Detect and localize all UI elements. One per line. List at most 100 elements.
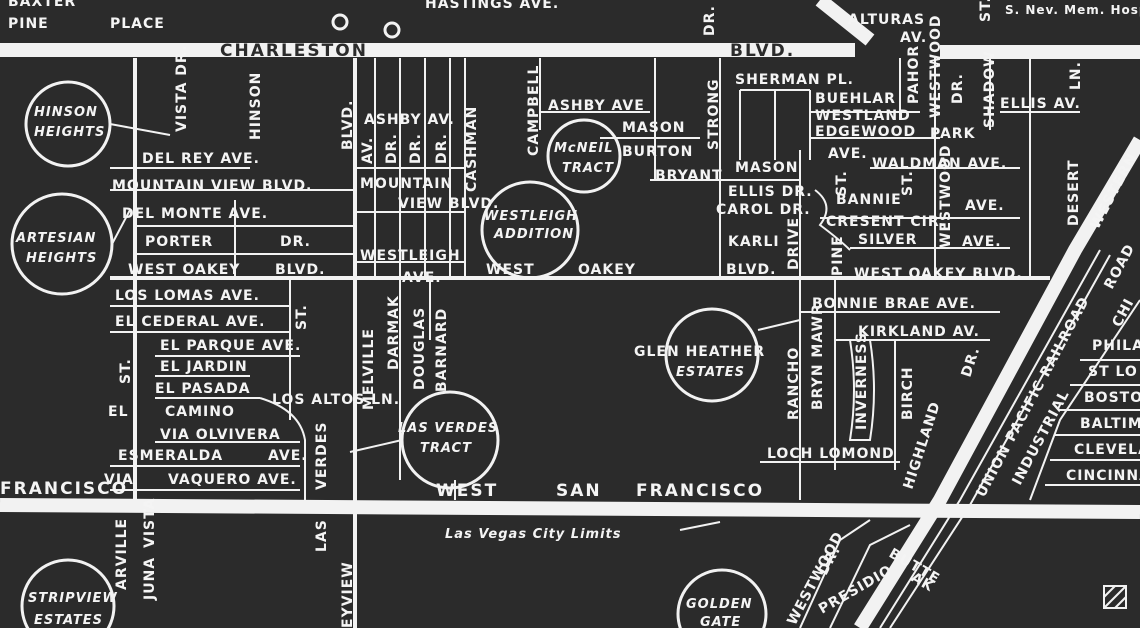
industrial-line xyxy=(1029,299,1140,501)
waldman-label: WALDMAN AVE. xyxy=(872,156,1007,172)
silver-label: SILVER xyxy=(858,232,917,248)
eyview-label: EYVIEW xyxy=(340,561,356,628)
bosto-label: BOSTO xyxy=(1084,390,1140,406)
chi-label: CHI xyxy=(1109,296,1137,330)
blvd-vert-label: BLVD. xyxy=(340,100,356,150)
westleigh-label-2: ADDITION xyxy=(493,227,574,242)
st-pine-label: ST. xyxy=(834,170,850,196)
western-road-line xyxy=(854,136,1140,628)
hinson-label: HINSON xyxy=(248,72,264,140)
las-verdes-label-2: TRACT xyxy=(420,441,472,456)
bannie-ave-label: AVE. xyxy=(965,198,1005,214)
artesian-leader xyxy=(111,209,131,245)
glen-label-2: ESTATES xyxy=(676,365,745,380)
darmak-label: DARMAK xyxy=(386,295,402,370)
st-top-label: ST. xyxy=(978,0,994,22)
mountain-view-label: MOUNTAIN VIEW BLVD. xyxy=(112,178,312,194)
vista-label: VISTA xyxy=(142,498,158,548)
cresent-curve xyxy=(814,189,851,251)
ashby-av-label: ASHBY AV. xyxy=(364,112,455,128)
douglas-label: DOUGLAS xyxy=(412,307,428,390)
san-francisco-line xyxy=(0,498,1140,519)
arville-label: ARVILLE xyxy=(114,518,130,590)
vertical-labels: VISTA DR. HINSON BLVD. AV. DR. DR. DR. C… xyxy=(114,0,1140,628)
porter-dr-label: DR. xyxy=(280,234,311,250)
philade-label: PHILADE xyxy=(1092,338,1140,354)
del-rey-label: DEL REY AVE. xyxy=(142,151,260,167)
cincinnati-label: CINCINNATI xyxy=(1066,468,1140,484)
cresent-label: CRESENT CIR. xyxy=(826,214,946,230)
via-label: VIA xyxy=(104,472,134,488)
westleigh-ave-label: AVE. xyxy=(402,270,442,286)
dr-low-label: DR. xyxy=(815,543,844,578)
west-oakey-mid-label: WEST xyxy=(486,262,535,278)
melville-label: MELVILLE xyxy=(361,328,377,410)
edgewood-label: EDGEWOOD xyxy=(815,124,916,140)
via-olvivera-label: VIA OLVIVERA xyxy=(160,427,281,443)
city-limits-arrow xyxy=(679,521,721,531)
alturas-diagonal-line xyxy=(815,0,875,46)
glen-label-1: GLEN HEATHER xyxy=(634,344,765,360)
birch-label: BIRCH xyxy=(900,366,916,420)
west-sf-label-2: SAN xyxy=(556,481,602,501)
hatch-line-1 xyxy=(1103,585,1127,609)
small-circle-1 xyxy=(331,13,349,31)
bryant-label: BRYANT xyxy=(655,168,723,184)
railroad-line-1 xyxy=(879,249,1101,628)
ellis-av-label: ELLIS AV. xyxy=(1000,96,1081,112)
las-verdes-circle xyxy=(400,390,500,490)
desert-label: DESERT xyxy=(1066,159,1082,226)
westwood-top-label: WESTWOOD xyxy=(928,14,944,118)
inverness-label: INVERNESS xyxy=(854,332,870,430)
los-lomas-label: LOS LOMAS AVE. xyxy=(115,288,260,304)
dr-highland-label: DR. xyxy=(959,345,984,379)
horizontal-labels: CHARLESTON BLVD. HASTINGS AVE. PINE PLAC… xyxy=(0,0,1140,542)
ellis-dr-label: ELLIS DR. xyxy=(728,184,813,200)
artesian-label-1: ARTESIAN xyxy=(15,231,96,246)
artesian-label-2: HEIGHTS xyxy=(26,251,97,266)
golden-label-1: GOLDEN xyxy=(686,597,753,612)
mountain-label: MOUNTAIN xyxy=(360,176,453,192)
glen-heather-circle xyxy=(664,307,760,403)
ln-label: LN. xyxy=(1068,61,1084,90)
del-monte-label: DEL MONTE AVE. xyxy=(122,206,268,222)
hinson-heights-label-2: HEIGHTS xyxy=(34,125,105,140)
dr-top-label: DR. xyxy=(702,5,718,36)
west-sf-label-3: FRANCISCO xyxy=(636,481,764,501)
mneil-label-1: McNEIL xyxy=(554,141,614,156)
minor-streets xyxy=(110,58,1080,500)
hospital-label: S. Nev. Mem. Hospital xyxy=(1005,3,1140,17)
barnard-label: BARNARD xyxy=(434,308,450,392)
strong-label: STRONG xyxy=(706,78,722,150)
karli-label: KARLI xyxy=(728,234,780,250)
las-verdes-leader xyxy=(349,439,403,453)
silver-ave-label: AVE. xyxy=(962,234,1002,250)
st-mid-label: ST. xyxy=(900,170,916,196)
bonnie-brae-label: BONNIE BRAE AVE. xyxy=(812,296,976,312)
stripview-label-1: STRIPVIEW xyxy=(28,591,118,606)
west-oakey-left-blvd-label: BLVD. xyxy=(275,262,325,278)
westwood-mid-label: WESTWOOD xyxy=(938,144,954,248)
esmeralda-label: ESMERALDA xyxy=(118,448,223,464)
westleigh-label: WESTLEIGH xyxy=(360,248,461,264)
baltimo-label: BALTIMO xyxy=(1080,416,1140,432)
las-label: LAS xyxy=(314,519,330,552)
westland-label: WESTLAND xyxy=(815,108,911,124)
carol-dr-label: CAROL DR. xyxy=(716,202,811,218)
hinson-leader xyxy=(109,123,171,136)
av-vert-label: AV. xyxy=(360,137,376,164)
place-top-label: PLACE xyxy=(110,16,165,32)
los-altos-label: LOS ALTOS LN. xyxy=(272,392,400,408)
st-left2-label: ST. xyxy=(118,358,134,384)
hatch-line-3 xyxy=(1114,596,1127,609)
westleigh-addition-circle xyxy=(480,180,580,280)
inverness-loop xyxy=(848,339,875,441)
mneil-label-2: TRACT xyxy=(562,161,614,176)
hinson-heights-circle xyxy=(24,80,112,168)
city-limits-label: Las Vegas City Limits xyxy=(445,527,622,542)
dr-right-label: DR. xyxy=(950,73,966,104)
alturas-label: ALTURAS xyxy=(848,12,925,28)
